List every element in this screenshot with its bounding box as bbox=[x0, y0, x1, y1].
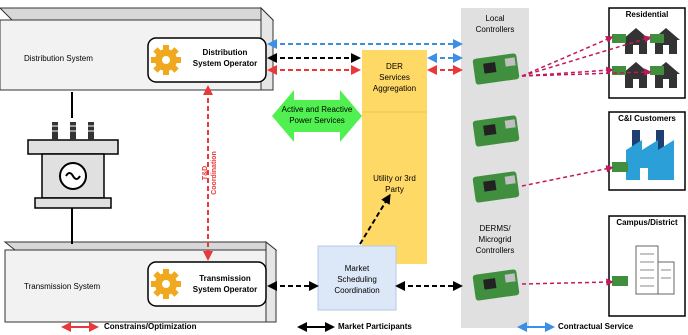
link-to-house-1 bbox=[521, 36, 614, 77]
controller-board-2 bbox=[472, 115, 520, 147]
local-controllers-label-1: Local bbox=[485, 14, 505, 23]
link-to-house-2 bbox=[521, 35, 652, 77]
td-coordination-label: T&D Coordination bbox=[201, 113, 219, 233]
gear-icon bbox=[151, 269, 181, 299]
campus-building-icon bbox=[635, 245, 675, 295]
dso-label-1: Distribution bbox=[202, 48, 248, 57]
der-label-1: DER bbox=[386, 62, 403, 71]
market-arrow-to-utility bbox=[359, 193, 391, 245]
dso-label-2: System Operator bbox=[192, 59, 258, 68]
market-label-2: Scheduling bbox=[337, 275, 377, 284]
der-label-2: Services bbox=[379, 73, 410, 82]
active-reactive-label-2: Power Services bbox=[289, 116, 345, 125]
legend-market-label: Market Participants bbox=[338, 322, 412, 331]
house-board-1 bbox=[612, 34, 626, 43]
derms-label-1: DERMS/ bbox=[479, 224, 511, 233]
utility-label-2: Party bbox=[385, 185, 404, 194]
controller-board-1 bbox=[472, 53, 520, 85]
tso-label-2: System Operator bbox=[192, 285, 258, 294]
controller-board-4 bbox=[472, 269, 520, 301]
factory-icon bbox=[626, 130, 674, 180]
transmission-system-label: Transmission System bbox=[24, 282, 101, 291]
house-board-2 bbox=[650, 34, 664, 43]
gear-icon bbox=[151, 45, 181, 75]
link-to-house-4 bbox=[521, 68, 652, 77]
td-line-2: Coordination bbox=[211, 151, 218, 195]
house-board-3 bbox=[612, 66, 626, 75]
active-reactive-arrow bbox=[272, 90, 362, 142]
der-label-3: Aggregation bbox=[372, 84, 417, 93]
link-to-ci bbox=[521, 165, 614, 187]
tso-label-1: Transmission bbox=[199, 274, 251, 283]
legend-constraints-label: Constrains/Optimization bbox=[104, 322, 197, 331]
utility-label-1: Utility or 3rd bbox=[373, 174, 416, 183]
distribution-system-label: Distribution System bbox=[24, 54, 93, 63]
active-reactive-label-1: Active and Reactive bbox=[281, 105, 353, 114]
legend-contractual-label: Contractual Service bbox=[558, 322, 634, 331]
link-to-campus bbox=[521, 278, 614, 286]
local-controllers-label-2: Controllers bbox=[475, 25, 515, 34]
derms-label-2: Microgrid bbox=[478, 235, 512, 244]
campus-board bbox=[612, 276, 628, 286]
controller-board-3 bbox=[472, 171, 520, 203]
house-icon-3 bbox=[622, 62, 650, 88]
residential-title: Residential bbox=[625, 10, 669, 19]
market-label-3: Coordination bbox=[334, 286, 380, 295]
campus-title: Campus/District bbox=[616, 218, 678, 227]
derms-label-3: Controllers bbox=[475, 246, 515, 255]
distribution-operator-box bbox=[147, 37, 267, 83]
ci-board bbox=[612, 162, 628, 172]
market-label-1: Market bbox=[344, 264, 370, 273]
der-aggregation-column bbox=[362, 50, 427, 264]
ci-title: C&I Customers bbox=[618, 114, 676, 123]
transformer-icon bbox=[27, 122, 119, 209]
house-board-4 bbox=[650, 66, 664, 75]
transmission-operator-box bbox=[147, 261, 267, 307]
market-scheduling-box bbox=[317, 245, 397, 311]
td-line-1: T&D bbox=[202, 165, 209, 181]
